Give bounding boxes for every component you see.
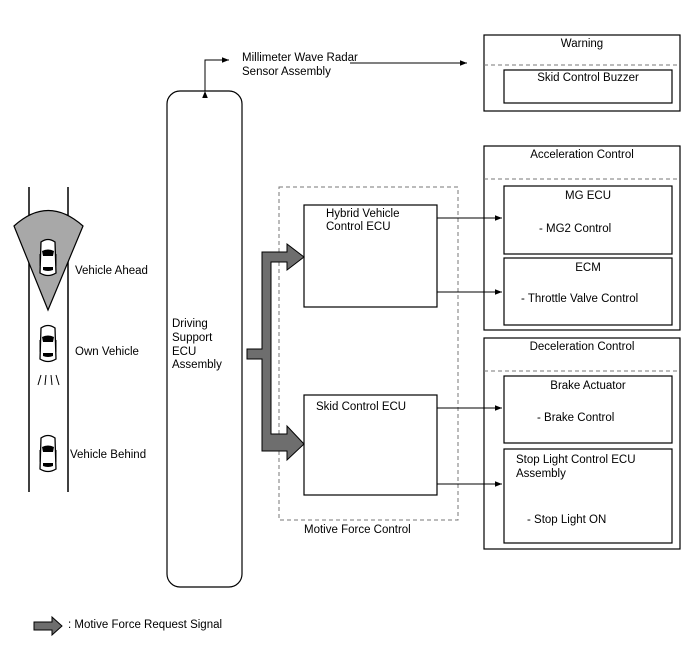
vehicle-ahead-icon (39, 238, 57, 277)
driving-ecu-line4: Assembly (172, 359, 222, 371)
radar-connection-arrow (202, 57, 229, 98)
ecm-box (503, 257, 673, 326)
deceleration-title: Deceleration Control (529, 341, 635, 353)
motive-force-control-box (278, 186, 459, 521)
skid-buzzer-box (503, 69, 673, 104)
motive-force-control-label: Motive Force Control (304, 524, 411, 536)
brake-control-item: - Brake Control (537, 412, 615, 424)
mg2-control-item: - MG2 Control (539, 223, 612, 235)
mg-ecu-box (503, 185, 673, 255)
motive-force-signal-arrow (246, 242, 305, 462)
stop-light-ecu-line2: Assembly (516, 468, 566, 480)
radar-label-line1: Millimeter Wave Radar (242, 52, 358, 64)
mg-ecu-title: MG ECU (565, 190, 611, 202)
driving-ecu-line1: Driving (172, 318, 208, 330)
skid-control-ecu-box (303, 394, 438, 496)
hybrid-ecu-line1: Hybrid Vehicle (326, 208, 400, 220)
brake-actuator-title: Brake Actuator (550, 380, 626, 392)
brake-actuator-box (503, 375, 673, 444)
sensor-rays (37, 374, 60, 386)
skid-control-ecu-label: Skid Control ECU (316, 401, 407, 413)
driving-ecu-line3: ECU (172, 346, 197, 358)
radar-label-line2: Sensor Assembly (242, 66, 331, 78)
vehicle-ahead-label: Vehicle Ahead (75, 265, 148, 277)
own-vehicle-icon (39, 324, 57, 363)
stop-light-ecu-line1: Stop Light Control ECU (516, 454, 636, 466)
own-vehicle-label: Own Vehicle (75, 346, 139, 358)
legend-arrow-icon (33, 615, 63, 637)
stop-light-on-item: - Stop Light ON (527, 514, 607, 526)
ecm-title: ECM (575, 262, 601, 274)
hybrid-vehicle-ecu-box (303, 204, 438, 308)
stop-light-ecu-box (503, 448, 673, 544)
warning-title: Warning (560, 38, 604, 50)
vehicle-behind-icon (39, 434, 57, 473)
hybrid-ecu-line2: Control ECU (326, 221, 391, 233)
driving-ecu-line2: Support (172, 332, 213, 344)
skid-buzzer-label: Skid Control Buzzer (537, 72, 639, 84)
legend-label: : Motive Force Request Signal (68, 619, 223, 631)
throttle-valve-item: - Throttle Valve Control (521, 293, 639, 305)
acceleration-title: Acceleration Control (530, 149, 634, 161)
vehicle-behind-label: Vehicle Behind (70, 449, 147, 461)
